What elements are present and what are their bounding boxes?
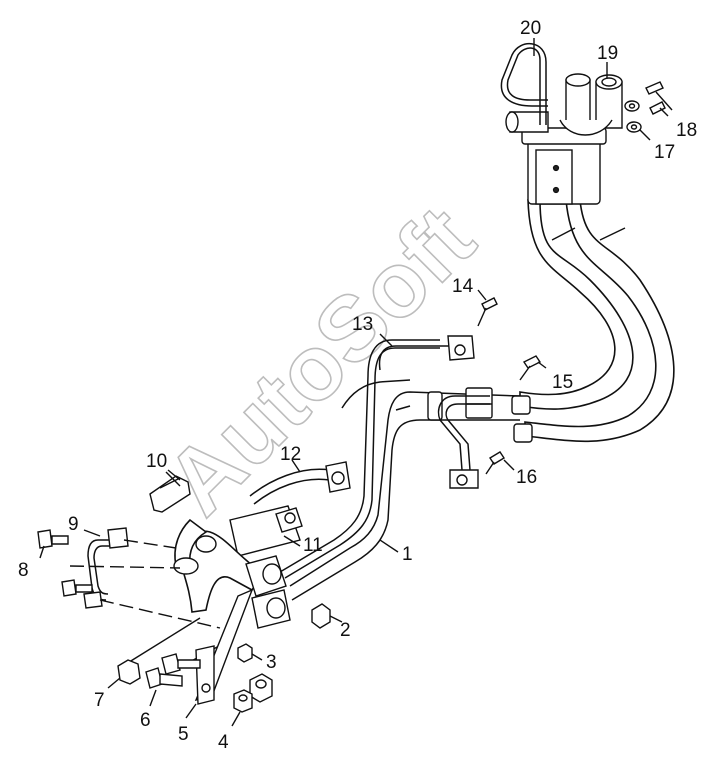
bolt-6 <box>145 653 201 707</box>
compressor-fitting <box>173 518 291 629</box>
label-20: 20 <box>520 18 541 39</box>
label-3: 3 <box>266 652 277 673</box>
bolt-16 <box>485 451 515 475</box>
label-13: 13 <box>352 314 373 335</box>
watermark: AutoSoft <box>147 187 494 534</box>
label-7: 7 <box>94 690 105 711</box>
pipe-20 <box>500 42 548 125</box>
bracket-5 <box>194 588 254 705</box>
bracket-11 <box>229 505 303 557</box>
bolt-14 <box>477 289 498 327</box>
pipe-16 <box>437 395 490 489</box>
part-labels: 20 19 18 17 14 13 15 16 12 10 11 1 9 8 2… <box>18 18 697 753</box>
label-8: 8 <box>18 560 29 581</box>
bolt-15 <box>519 355 547 381</box>
label-14: 14 <box>452 276 474 297</box>
nut-2 <box>311 603 343 629</box>
label-11: 11 <box>303 535 323 556</box>
label-12: 12 <box>280 444 301 465</box>
pipe-9 <box>83 527 129 609</box>
label-15: 15 <box>552 372 573 393</box>
label-1: 1 <box>402 544 413 565</box>
label-9: 9 <box>68 514 79 535</box>
leader-lines-top <box>533 38 669 141</box>
main-hoses <box>519 199 675 443</box>
label-19: 19 <box>597 43 618 64</box>
label-6: 6 <box>140 710 151 731</box>
bolt-lower-left <box>61 579 93 597</box>
nuts-4 <box>231 673 273 727</box>
leader-lines <box>39 469 399 719</box>
bolts-18 <box>645 81 673 115</box>
label-18: 18 <box>676 120 697 141</box>
label-17: 17 <box>654 142 675 163</box>
label-2: 2 <box>340 620 351 641</box>
nut-3 <box>237 643 263 663</box>
pipe-13 <box>378 333 475 371</box>
label-10: 10 <box>146 451 167 472</box>
bolt-8 <box>37 529 69 549</box>
label-4: 4 <box>218 732 229 753</box>
fitting-19 <box>559 73 623 136</box>
label-16: 16 <box>516 467 537 488</box>
pipe-12 <box>249 459 351 505</box>
nut-7 <box>107 659 141 689</box>
manifold-block <box>505 111 607 205</box>
label-5: 5 <box>178 724 189 745</box>
washers-17 <box>624 100 642 133</box>
